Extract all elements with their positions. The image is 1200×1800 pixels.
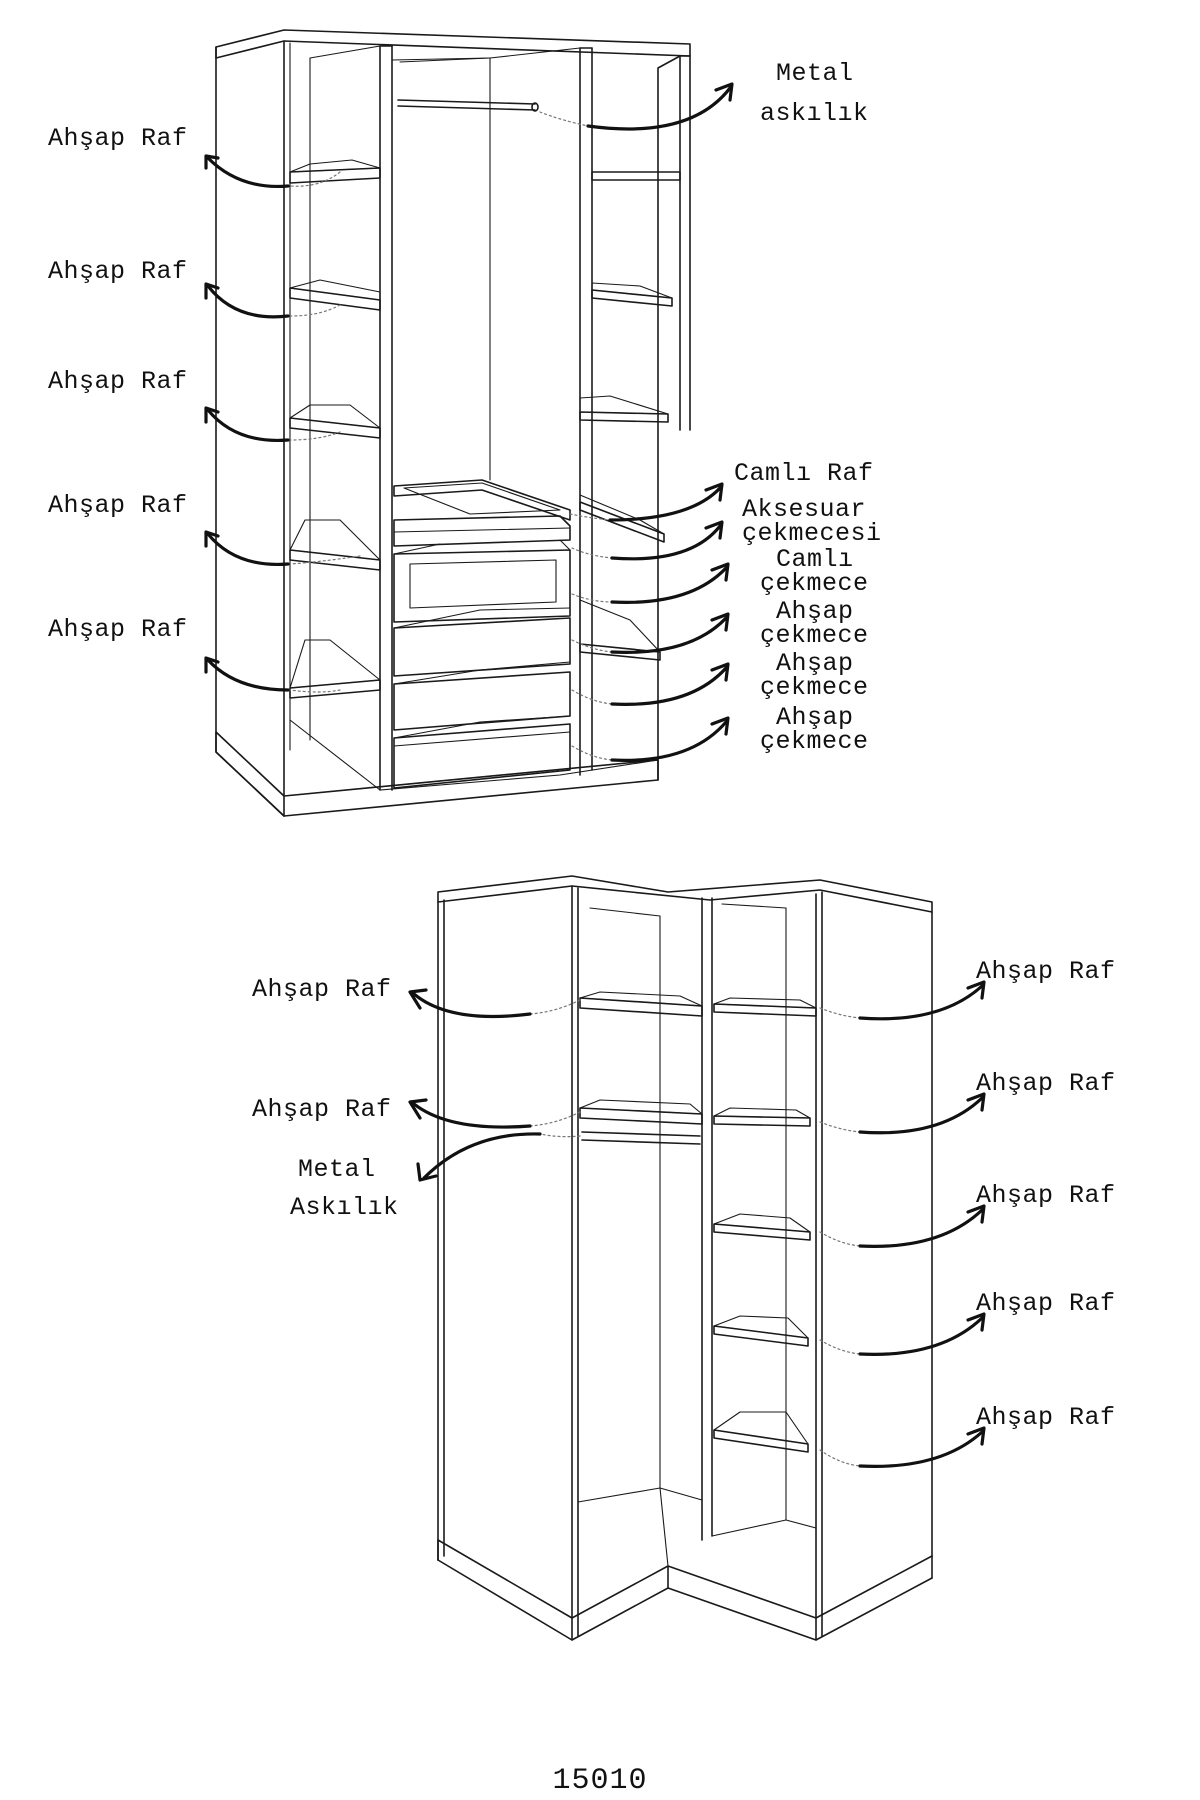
top-right-shelves — [579, 171, 681, 661]
label-metal-askilik: askılık — [760, 99, 869, 128]
top-right-arrows — [539, 82, 734, 762]
bottom-left-labels: Ahşap Raf Ahşap Raf Metal Askılık — [252, 975, 399, 1222]
label-ahsap-raf: Ahşap Raf — [252, 975, 392, 1004]
label-ahsap-raf: Ahşap Raf — [976, 957, 1116, 986]
bottom-wardrobe-drawing — [437, 875, 933, 1641]
label-camli-cekmece: çekmece — [760, 569, 869, 598]
label-ahsap-cekmece: çekmece — [760, 621, 869, 650]
label-ahsap-raf: Ahşap Raf — [976, 1289, 1116, 1318]
label-camli-raf: Camlı Raf — [734, 459, 874, 488]
label-ahsap-raf: Ahşap Raf — [976, 1181, 1116, 1210]
accessory-drawer — [393, 515, 571, 547]
label-metal-askilik: Metal — [298, 1155, 376, 1184]
label-ahsap-raf: Ahşap Raf — [48, 257, 188, 286]
label-aksesuar-cekmecesi: Aksesuar — [742, 495, 866, 524]
glass-drawer — [393, 539, 571, 623]
top-left-labels: Ahşap Raf Ahşap Raf Ahşap Raf Ahşap Raf … — [48, 124, 188, 644]
label-ahsap-cekmece: Ahşap — [776, 597, 854, 626]
label-metal-askilik: Askılık — [290, 1193, 399, 1222]
label-ahsap-raf: Ahşap Raf — [976, 1403, 1116, 1432]
top-right-labels: Metal askılık Camlı Raf Aksesuar çekmece… — [734, 59, 882, 756]
top-wardrobe-drawing — [215, 29, 691, 817]
bottom-right-arrows — [819, 980, 986, 1468]
label-ahsap-raf: Ahşap Raf — [48, 615, 188, 644]
label-ahsap-cekmece: çekmece — [760, 673, 869, 702]
label-ahsap-raf: Ahşap Raf — [48, 367, 188, 396]
label-ahsap-raf: Ahşap Raf — [976, 1069, 1116, 1098]
label-camli-cekmece: Camlı — [776, 545, 854, 574]
label-ahsap-cekmece: Ahşap — [776, 649, 854, 678]
label-ahsap-cekmece: Ahşap — [776, 703, 854, 732]
label-ahsap-raf: Ahşap Raf — [48, 491, 188, 520]
glass-shelf-top — [393, 479, 571, 521]
label-ahsap-cekmece: çekmece — [760, 727, 869, 756]
label-metal-askilik: Metal — [776, 59, 854, 88]
top-left-arrows — [204, 154, 361, 693]
top-left-shelves — [289, 159, 381, 699]
model-code: 15010 — [552, 1764, 647, 1798]
wooden-drawers — [393, 607, 571, 789]
label-ahsap-raf: Ahşap Raf — [48, 124, 188, 153]
label-aksesuar-cekmecesi: çekmecesi — [742, 519, 882, 548]
bottom-left-arrows — [408, 988, 581, 1182]
label-ahsap-raf: Ahşap Raf — [252, 1095, 392, 1124]
bottom-right-labels: Ahşap Raf Ahşap Raf Ahşap Raf Ahşap Raf … — [976, 957, 1116, 1432]
